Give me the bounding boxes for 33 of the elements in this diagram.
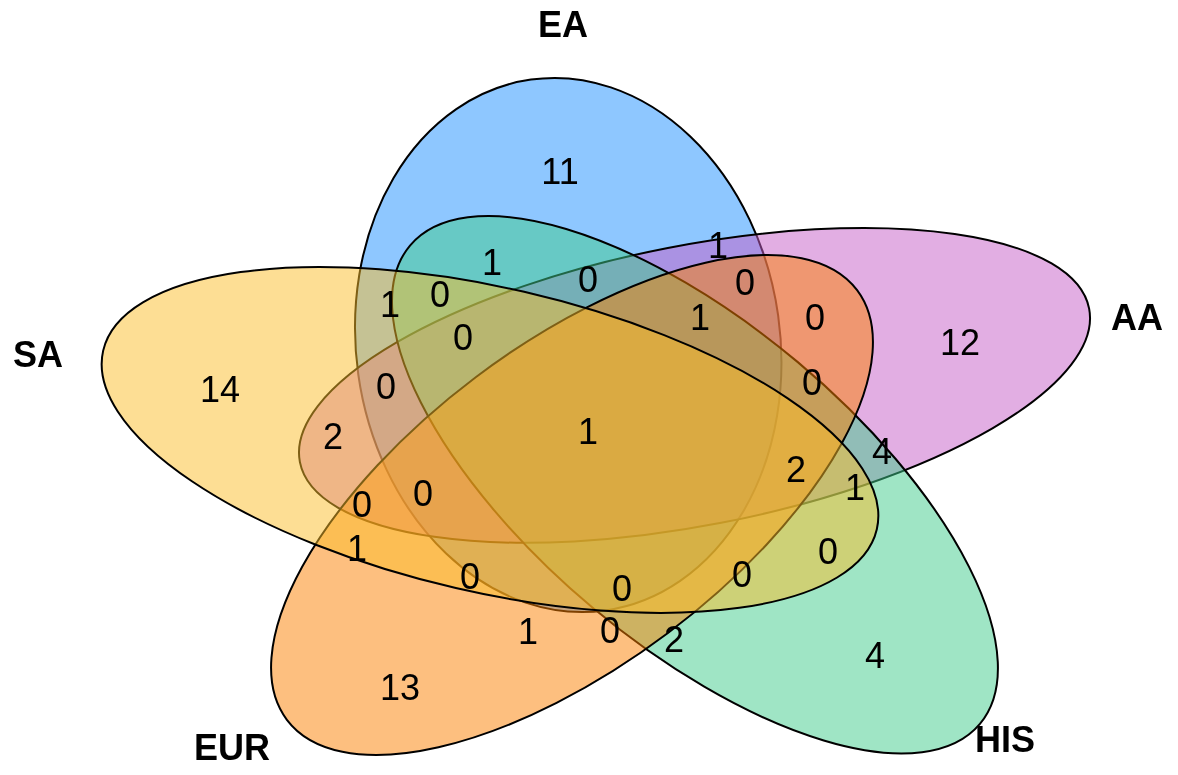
count-label: 4: [872, 432, 892, 472]
set-label: HIS: [975, 720, 1035, 760]
set-label: EA: [538, 5, 588, 45]
count-label: 0: [802, 363, 822, 403]
count-label: 12: [940, 323, 980, 363]
count-label: 0: [460, 557, 480, 597]
count-label: 1: [578, 412, 598, 452]
count-label: 2: [664, 620, 684, 660]
count-label: 11: [541, 152, 579, 192]
count-label: 4: [865, 636, 885, 676]
set-label: EUR: [194, 728, 270, 768]
count-label: 2: [323, 417, 343, 457]
count-label: 2: [786, 450, 806, 490]
count-label: 0: [352, 485, 372, 525]
count-label: 0: [430, 275, 450, 315]
count-label: 0: [732, 555, 752, 595]
set-label: SA: [13, 335, 63, 375]
count-label: 1: [482, 243, 502, 283]
count-label: 1: [845, 468, 865, 508]
count-label: 1: [690, 298, 710, 338]
count-label: 0: [805, 298, 825, 338]
count-label: 0: [612, 569, 632, 609]
count-label: 0: [818, 532, 838, 572]
set-label: AA: [1111, 298, 1163, 338]
count-label: 13: [380, 668, 420, 708]
count-label: 0: [578, 260, 598, 300]
count-label: 0: [376, 367, 396, 407]
count-label: 0: [413, 474, 433, 514]
count-label: 0: [735, 263, 755, 303]
count-label: 0: [453, 318, 473, 358]
count-label: 14: [200, 370, 240, 410]
count-label: 0: [600, 611, 620, 651]
count-label: 1: [518, 612, 538, 652]
